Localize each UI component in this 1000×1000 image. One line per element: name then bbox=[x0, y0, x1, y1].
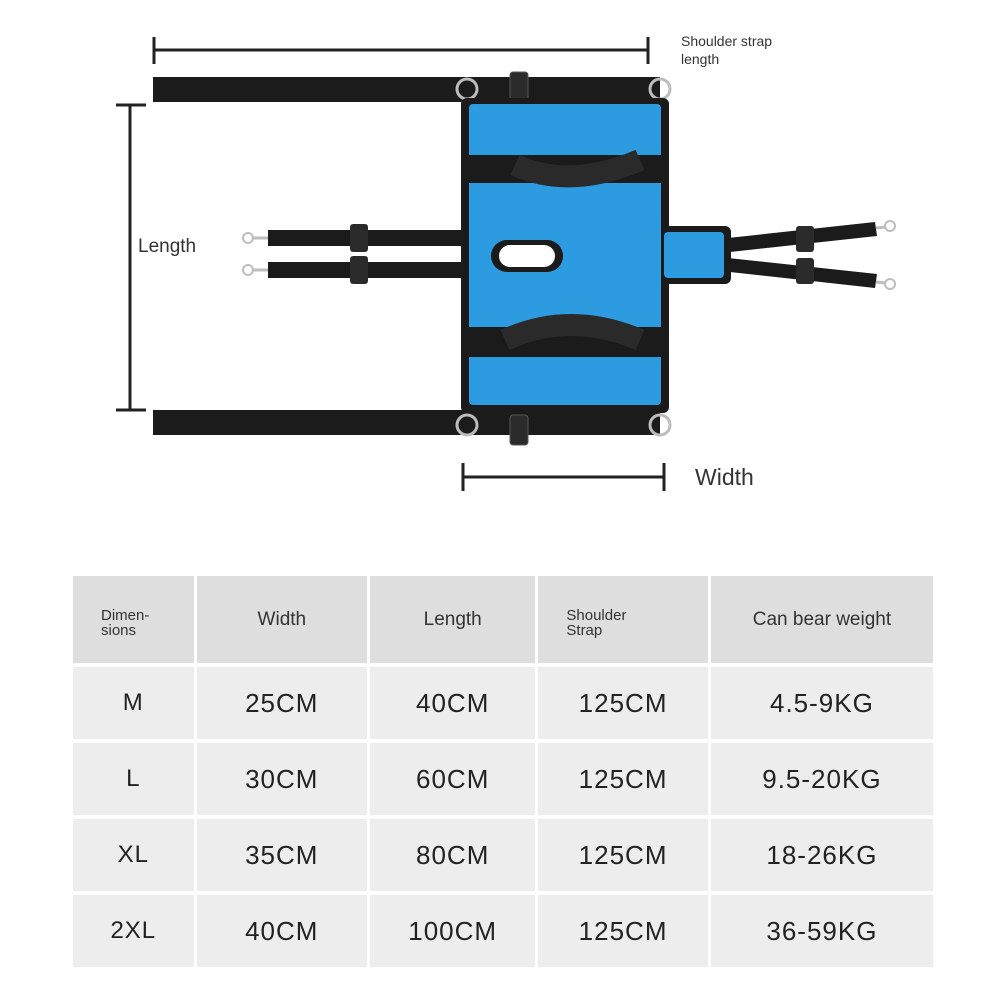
shoulder-strap-cell: 125CM bbox=[538, 895, 708, 967]
weight-cell: 18-26KG bbox=[710, 819, 934, 891]
weight-cell: 36-59KG bbox=[710, 895, 934, 967]
length-cell: 60CM bbox=[369, 743, 536, 815]
width-dimension-line bbox=[461, 463, 666, 491]
right-leg-straps bbox=[728, 220, 896, 290]
top-shoulder-strap bbox=[153, 71, 672, 103]
top-handle bbox=[469, 149, 661, 188]
table-row: L 30CM 60CM 125CM 9.5-20KG bbox=[73, 743, 934, 815]
table-row: M 25CM 40CM 125CM 4.5-9KG bbox=[73, 667, 934, 739]
width-cell: 40CM bbox=[196, 895, 367, 967]
length-cell: 100CM bbox=[369, 895, 536, 967]
bottom-shoulder-strap bbox=[153, 410, 672, 446]
length-cell: 40CM bbox=[369, 667, 536, 739]
table-row: XL 35CM 80CM 125CM 18-26KG bbox=[73, 819, 934, 891]
shoulder-strap-length-label: Shoulder strap length bbox=[681, 33, 773, 67]
size-cell: M bbox=[73, 667, 194, 739]
left-leg-straps bbox=[242, 224, 468, 284]
width-cell: 35CM bbox=[196, 819, 367, 891]
header-length: Length bbox=[370, 576, 536, 663]
weight-cell: 4.5-9KG bbox=[710, 667, 934, 739]
blue-pad bbox=[461, 98, 731, 413]
harness-diagram bbox=[116, 37, 896, 491]
size-table: Dimen- sions Width Length Shoulder Strap… bbox=[73, 576, 934, 971]
header-dimensions: Dimen- sions bbox=[73, 576, 194, 663]
shoulder-strap-dimension-line bbox=[152, 37, 650, 64]
shoulder-strap-cell: 125CM bbox=[538, 819, 708, 891]
size-cell: XL bbox=[73, 819, 194, 891]
length-cell: 80CM bbox=[369, 819, 536, 891]
width-cell: 25CM bbox=[196, 667, 367, 739]
header-width: Width bbox=[196, 576, 368, 663]
table-header-row: Dimen- sions Width Length Shoulder Strap… bbox=[73, 576, 934, 663]
width-label: Width bbox=[695, 464, 754, 490]
header-can-bear-weight: Can bear weight bbox=[710, 576, 934, 663]
weight-cell: 9.5-20KG bbox=[710, 743, 934, 815]
width-cell: 30CM bbox=[196, 743, 367, 815]
length-dimension-line bbox=[116, 103, 146, 412]
size-cell: 2XL bbox=[73, 895, 194, 967]
length-label: Length bbox=[138, 236, 197, 257]
header-shoulder-strap: Shoulder Strap bbox=[538, 576, 708, 663]
bottom-handle bbox=[469, 314, 661, 357]
shoulder-strap-cell: 125CM bbox=[538, 743, 708, 815]
shoulder-strap-cell: 125CM bbox=[538, 667, 708, 739]
size-cell: L bbox=[73, 743, 194, 815]
table-row: 2XL 40CM 100CM 125CM 36-59KG bbox=[73, 895, 934, 967]
